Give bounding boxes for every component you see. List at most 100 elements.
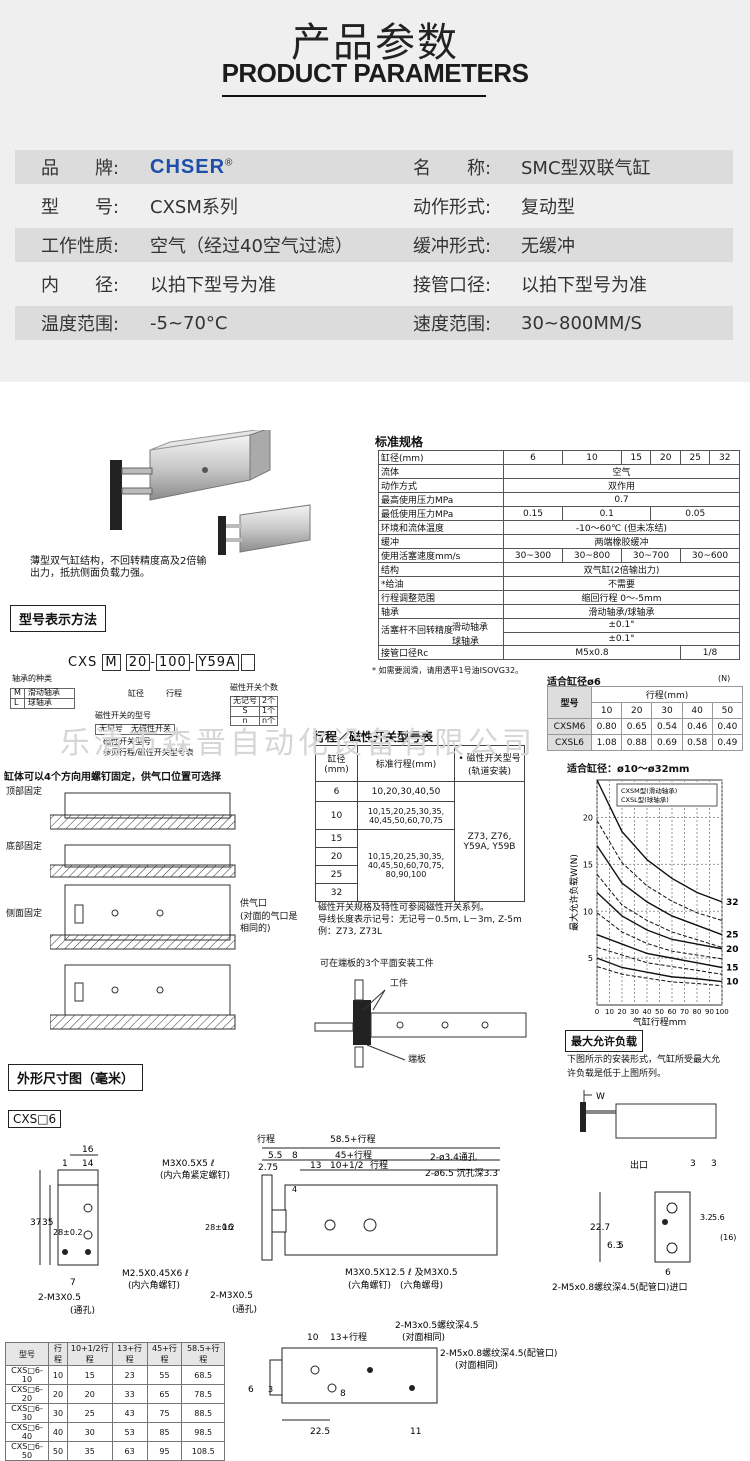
watermark: 乐清市森晋自动化设备有限公司 <box>60 726 536 761</box>
model-prefix: CXS <box>68 655 98 670</box>
svg-text:3: 3 <box>690 1159 696 1169</box>
model-code: CXS M 20-100-Y59A <box>68 654 255 671</box>
svg-text:2-M3X0.5: 2-M3X0.5 <box>38 1293 81 1303</box>
chart-series-line <box>596 934 723 969</box>
chart-y-label: 最大允许负载W(N) <box>568 854 580 931</box>
svg-text:M2.5X0.45X6 ℓ: M2.5X0.45X6 ℓ <box>122 1269 189 1279</box>
svg-text:M3X0.5X12.5 ℓ 及M3X0.5: M3X0.5X12.5 ℓ 及M3X0.5 <box>345 1267 458 1278</box>
chart-x-tick: 20 <box>618 1008 627 1016</box>
svg-text:5.6: 5.6 <box>712 1213 725 1222</box>
svg-text:(16): (16) <box>720 1233 736 1242</box>
param-value: 无缓冲 <box>521 236 575 257</box>
chart-x-label: 气缸行程mm <box>633 1016 687 1027</box>
cylinder-product-image <box>110 430 311 555</box>
param-row-temp: 温度范围: -5~70°C 速度范围: 30~800MM/S <box>15 306 733 340</box>
chart-legend-item: CXSL型(球轴承) <box>621 795 669 804</box>
chart-legend-item: CXSM型(滑动轴承) <box>621 786 677 795</box>
svg-text:2-M5x0.8螺纹深4.5(配管口)进口: 2-M5x0.8螺纹深4.5(配管口)进口 <box>552 1281 687 1293</box>
svg-text:2.75: 2.75 <box>258 1163 278 1173</box>
svg-text:(通孔): (通孔) <box>70 1305 95 1316</box>
bottom-view <box>269 1347 438 1421</box>
max-load-text: 下图所示的安装形式，气缸所受最大允许负载是低于上图所列。 <box>567 1055 721 1079</box>
switch-count-label: 磁性开关个数 <box>230 683 278 692</box>
param-row-bore: 内 径: 以拍下型号为准 接管口径: 以拍下型号为准 <box>15 267 733 301</box>
chart-series-line <box>596 966 723 987</box>
chart-legend <box>616 783 718 807</box>
svg-text:35: 35 <box>42 1218 53 1228</box>
switch-note1: 磁性开关型号 <box>103 737 151 746</box>
param-key: 温度范围: <box>41 314 120 335</box>
svg-text:(内六角螺钉): (内六角螺钉) <box>128 1279 180 1291</box>
spec-title: 标准规格 <box>375 435 424 449</box>
svg-text:16: 16 <box>82 1145 94 1155</box>
svg-text:58.5+行程: 58.5+行程 <box>330 1133 376 1145</box>
chart-x-tick: 90 <box>705 1008 714 1016</box>
model-bore-box: 20 <box>125 654 151 671</box>
chart-x-tick: 40 <box>643 1008 652 1016</box>
chart-x-tick: 70 <box>680 1008 689 1016</box>
chart-series-line <box>596 845 723 936</box>
chart-x-tick: 10 <box>605 1008 614 1016</box>
svg-text:出口: 出口 <box>630 1159 648 1171</box>
svg-text:37: 37 <box>30 1218 41 1228</box>
chart-x-tick: 60 <box>668 1008 677 1016</box>
param-row-brand: 品 牌: CHSER® 名 称: SMC型双联气缸 <box>15 150 733 184</box>
product-caption: 薄型双气缸结构，不回转精度高及2倍输出力，抵抗侧面负载力强。 <box>30 556 207 579</box>
chart-series-label: 32 <box>726 898 739 908</box>
switch-none-label: 无记号 无磁性开关 <box>95 724 175 735</box>
svg-text:13+行程: 13+行程 <box>330 1331 367 1343</box>
page-title: 产品参数 <box>291 20 459 66</box>
svg-text:1: 1 <box>62 1159 68 1169</box>
end-plate-title: 可在端板的3个平面安装工件 <box>320 959 434 969</box>
end-plate-drawing <box>314 979 527 1068</box>
chart-series-line <box>596 891 723 950</box>
chart-x-tick: 50 <box>655 1008 664 1016</box>
chart-x-tick: 100 <box>715 1008 728 1016</box>
param-value: 以拍下型号为准 <box>521 275 647 296</box>
side-view <box>261 1147 500 1261</box>
stroke-label: 行程 <box>166 689 182 698</box>
param-key: 名 称: <box>413 158 492 179</box>
chart-series-label: 25 <box>726 931 739 941</box>
param-key: 动作形式: <box>413 197 492 218</box>
section-dimensions: 外形尺寸图（毫米） <box>8 1064 144 1091</box>
air-port-note: 供气口(对面的气口是相同的) <box>240 899 298 935</box>
svg-text:8: 8 <box>292 1151 298 1161</box>
svg-text:10: 10 <box>307 1333 319 1343</box>
load-unit: (N) <box>718 674 731 683</box>
svg-text:10+1/2: 10+1/2 <box>330 1161 363 1171</box>
end-plate-label: 端板 <box>408 1055 427 1065</box>
end-view <box>599 1191 691 1263</box>
chart-y-tick: 15 <box>583 860 593 869</box>
chart-title: 适合缸径：ø10～ø32mm <box>567 764 690 775</box>
title-underline <box>222 95 486 97</box>
svg-text:W: W <box>596 1092 605 1102</box>
svg-text:2-M5x0.8螺纹深4.5(配管口): 2-M5x0.8螺纹深4.5(配管口) <box>440 1347 557 1359</box>
mount-side-label: 侧面固定 <box>6 909 43 919</box>
chart-series-label: 10 <box>726 978 739 988</box>
param-key: 缓冲形式: <box>413 236 492 257</box>
svg-text:3: 3 <box>268 1385 273 1394</box>
work-label: 工件 <box>390 979 409 989</box>
svg-text:8: 8 <box>340 1389 346 1399</box>
svg-text:16: 16 <box>222 1223 234 1233</box>
param-key: 工作性质: <box>41 236 120 257</box>
svg-text:3: 3 <box>711 1159 717 1169</box>
chart-y-tick: 20 <box>583 814 593 823</box>
section-model-code: 型号表示方法 <box>10 605 107 632</box>
spec-note: * 如需要润滑，请用透平1号油ISOVG32。 <box>372 666 524 675</box>
svg-text:6: 6 <box>248 1385 254 1395</box>
model-stroke-box: 100 <box>156 654 190 671</box>
param-value: 以拍下型号为准 <box>150 275 276 296</box>
svg-text:22.7: 22.7 <box>590 1223 610 1233</box>
switch-type-label: 磁性开关的型号 <box>95 711 151 720</box>
